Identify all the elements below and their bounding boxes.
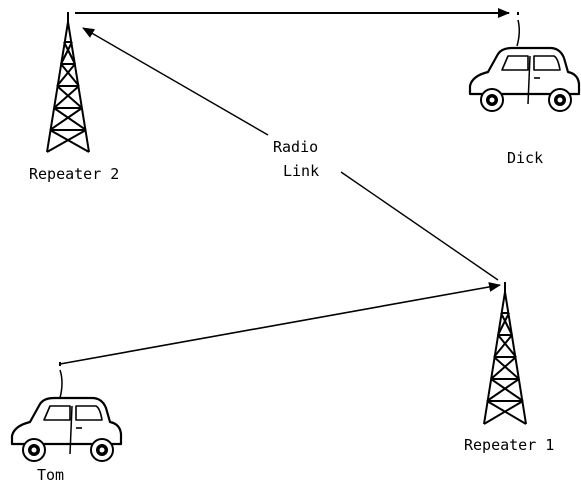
radio-link-label-line1: Radio xyxy=(273,138,318,156)
repeater-1-tower-icon xyxy=(483,282,527,425)
repeater-2-tower-icon xyxy=(46,12,90,153)
repeater-1-label: Repeater 1 xyxy=(464,436,554,454)
dick-label: Dick xyxy=(507,149,543,167)
link-arrow-tom-to-repeater1 xyxy=(59,282,501,365)
tom-label: Tom xyxy=(37,466,64,483)
repeater-2-label: Repeater 2 xyxy=(29,165,119,183)
radio-link-label-line2: Link xyxy=(283,162,319,180)
link-arrow-repeater1-to-repeater2-tail xyxy=(340,171,499,281)
dick-car-icon xyxy=(468,12,581,112)
tom-car-icon xyxy=(10,362,123,462)
link-arrow-repeater1-to-repeater2-head xyxy=(82,27,269,136)
